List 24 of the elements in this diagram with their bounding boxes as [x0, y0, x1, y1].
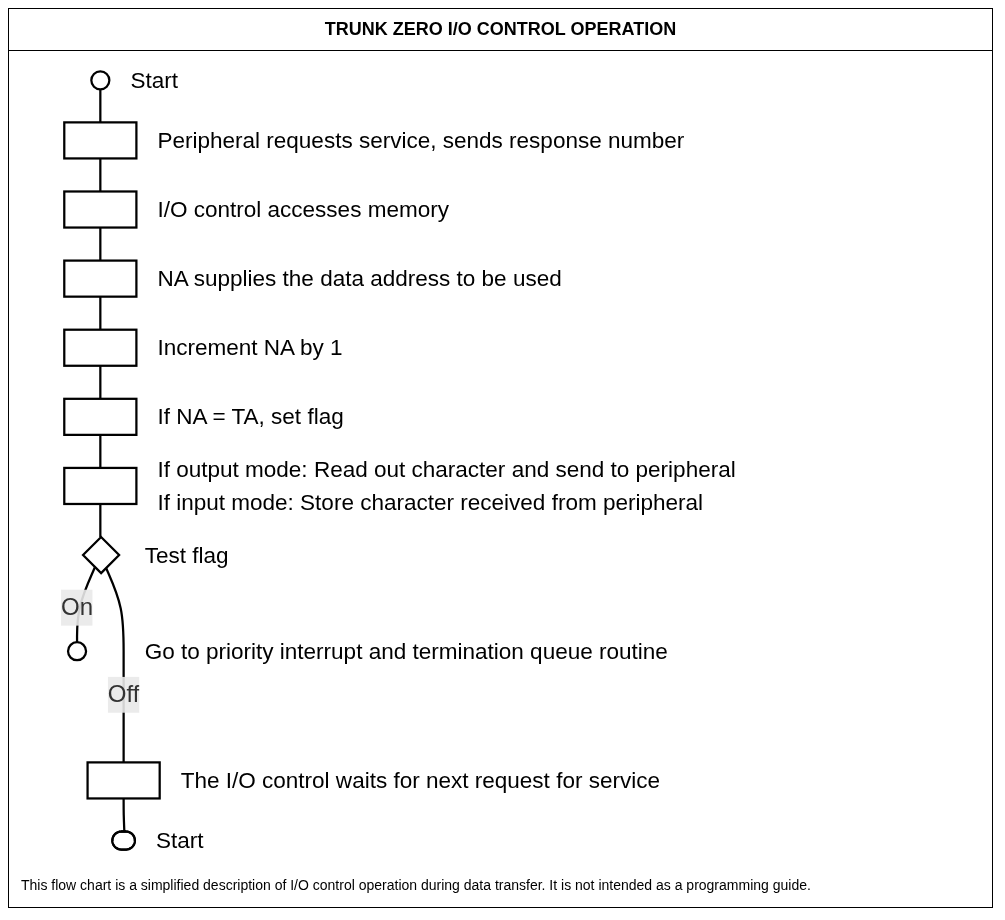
process-box	[63, 397, 138, 436]
step-description: Start	[155, 828, 204, 854]
step-description: If output mode: Read out character and send to peripheral If input mode: Store character received from peripheral	[157, 456, 736, 515]
process-box	[63, 328, 138, 367]
connector-circle	[90, 70, 111, 91]
step-description: Increment NA by 1	[157, 335, 343, 361]
process-box	[63, 466, 138, 506]
step-description: Start	[130, 67, 178, 93]
step-description: If NA = TA, set flag	[157, 404, 344, 430]
step-description: NA supplies the data address to be used	[157, 266, 562, 292]
terminal-oval	[111, 830, 136, 851]
step-description: Test flag	[144, 542, 229, 568]
decision-diamond	[81, 535, 121, 575]
process-box	[63, 259, 138, 298]
step-description: Go to priority interrupt and termination queue routine	[144, 638, 668, 664]
connector-circle	[66, 641, 88, 662]
step-description: The I/O control waits for next request for service	[180, 767, 660, 793]
caption: This flow chart is a simplified description of I/O control operation during data transfer. It is not intended as a programming guide.	[20, 876, 812, 895]
step-description: I/O control accesses memory	[157, 197, 449, 223]
process-box	[63, 190, 138, 229]
process-box	[63, 121, 138, 160]
process-box	[86, 761, 161, 800]
step-description: Peripheral requests service, sends response number	[157, 127, 685, 153]
title: TRUNK ZERO I/O CONTROL OPERATION	[9, 9, 992, 51]
